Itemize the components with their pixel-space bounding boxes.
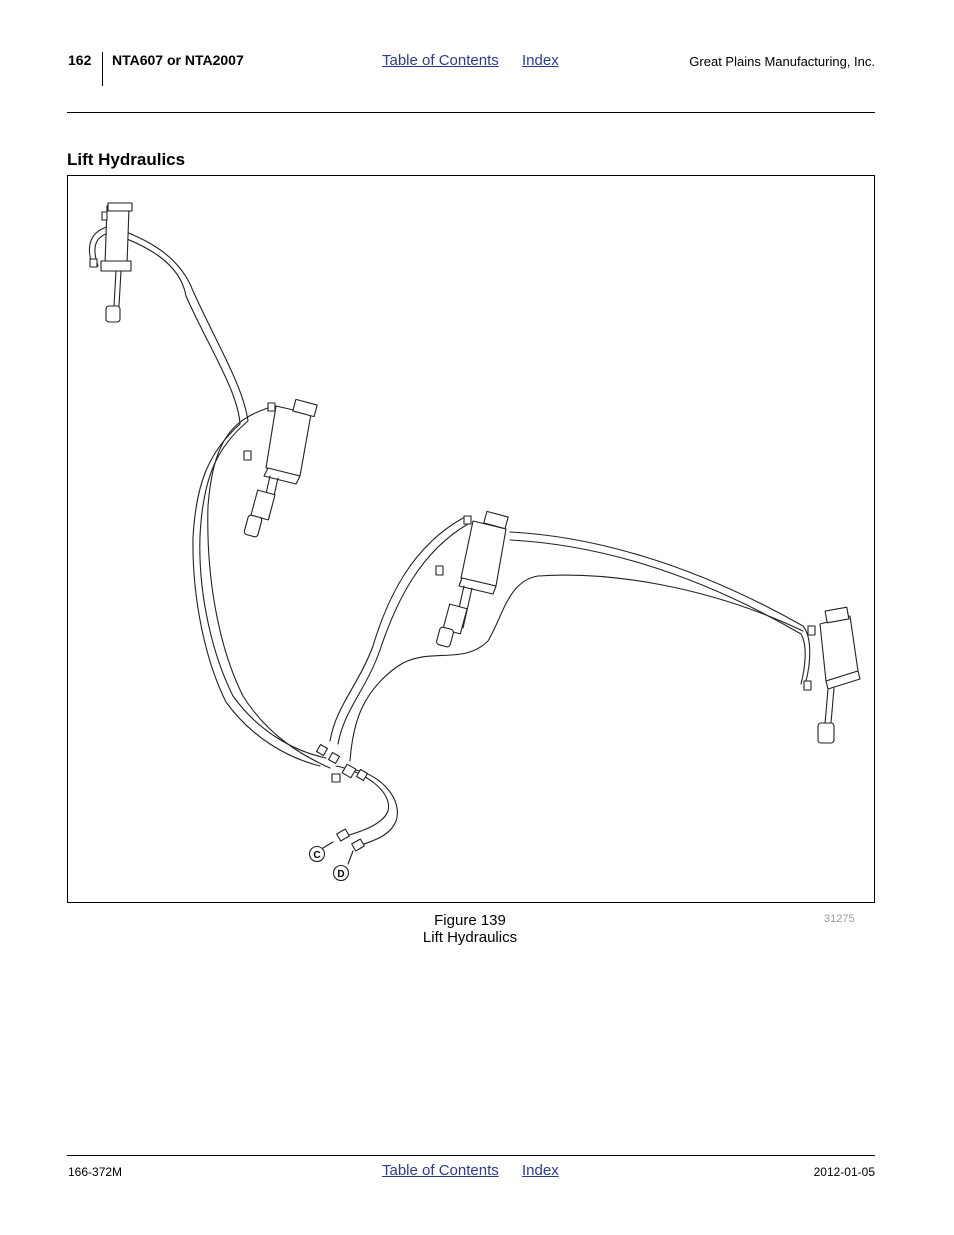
page-number: 162 — [68, 52, 92, 68]
header-index-link[interactable]: Index — [522, 52, 559, 69]
callout-c-circle — [308, 845, 326, 863]
figure-number: Figure 139 — [434, 912, 506, 929]
cylinder-center — [435, 510, 509, 648]
hose-center — [329, 517, 469, 745]
document-number: 166-372M — [68, 1165, 123, 1179]
hose-supply — [335, 765, 398, 847]
section-title: Lift Hydraulics — [67, 150, 186, 169]
figure-art-code: 31275 — [824, 913, 855, 925]
footer-index-link[interactable]: Index — [522, 1162, 559, 1179]
tee-fittings — [315, 743, 369, 783]
hose-left-long — [109, 225, 327, 767]
lift-hydraulics-diagram: C D — [88, 202, 861, 882]
hose-mid-cylinder — [207, 407, 331, 769]
cylinder-top-left — [89, 202, 133, 323]
footer-rule — [67, 1155, 875, 1156]
company-name: Great Plains Manufacturing, Inc. — [689, 54, 875, 69]
hose-right-return — [349, 574, 804, 762]
coupler-d — [347, 838, 365, 865]
cylinder-middle-left — [243, 398, 318, 538]
callout-d-label: D — [337, 869, 344, 880]
publication-date: 2012-01-05 — [813, 1165, 875, 1179]
cylinder-right — [803, 606, 861, 744]
header-toc-link[interactable]: Table of Contents — [382, 52, 499, 69]
footer-toc-link[interactable]: Table of Contents — [382, 1162, 499, 1179]
model-name: NTA607 or NTA2007 — [112, 52, 244, 68]
figure-frame: C D — [67, 175, 875, 903]
callout-c-label: C — [313, 850, 320, 861]
callout-d-circle — [332, 864, 350, 882]
figure-caption: Lift Hydraulics — [422, 929, 518, 946]
header-rule — [67, 112, 875, 113]
coupler-c — [322, 828, 350, 849]
header-divider — [102, 52, 103, 86]
hose-right-long — [509, 531, 811, 685]
